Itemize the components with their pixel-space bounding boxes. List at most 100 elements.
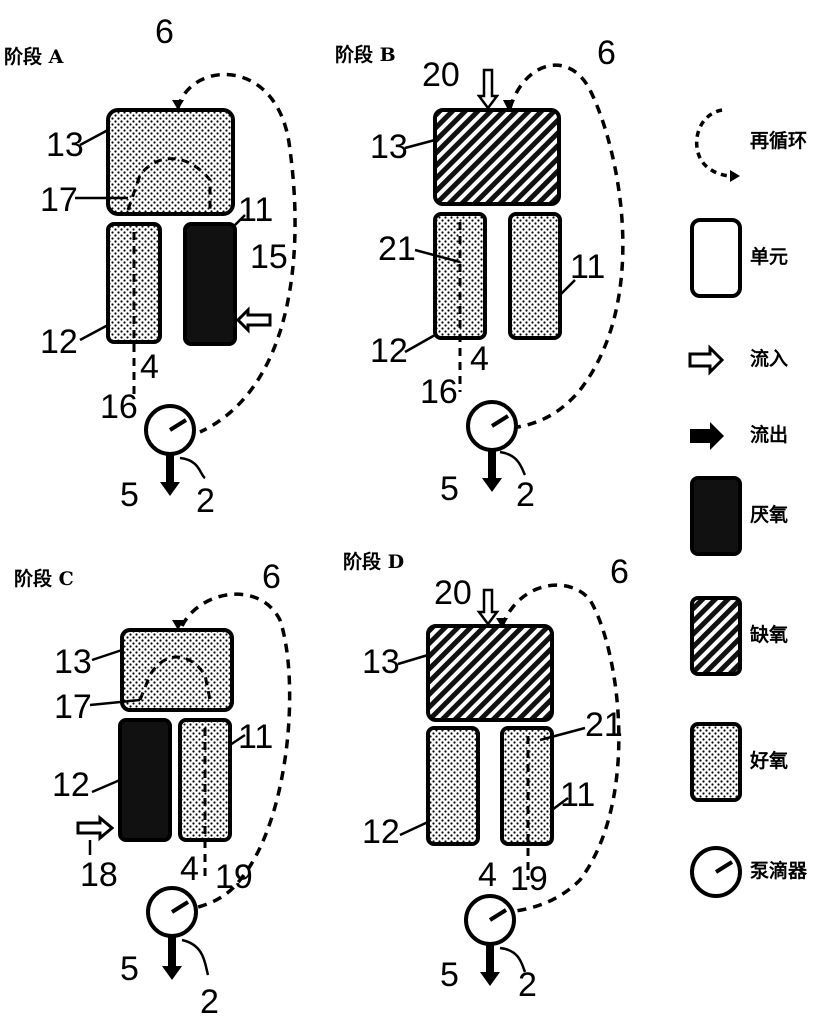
label-16: 16	[100, 388, 138, 426]
leader-13	[91, 648, 123, 662]
anoxic-tank-13	[433, 108, 561, 206]
leader-2	[179, 456, 206, 480]
recycle-line	[500, 583, 621, 914]
leader-12	[79, 323, 109, 342]
label-4: 4	[478, 856, 497, 894]
label-20: 20	[434, 574, 472, 612]
label-21: 21	[378, 230, 416, 268]
label-12: 12	[40, 323, 78, 361]
label-5: 5	[120, 476, 139, 514]
leader-13	[397, 653, 429, 666]
aerobic-tank-11	[178, 718, 232, 842]
label-12: 12	[370, 332, 408, 370]
recycle-arrowhead	[172, 100, 184, 110]
stage-b	[404, 63, 625, 492]
label-17: 17	[54, 688, 92, 726]
label-19: 19	[510, 860, 548, 898]
leader-11	[229, 733, 246, 747]
outflow-arrow-5	[160, 454, 180, 496]
label-16: 16	[420, 373, 458, 411]
aerobic-tank-12	[106, 222, 162, 344]
label-6: 6	[597, 34, 616, 72]
label-5: 5	[120, 950, 139, 988]
label-13: 13	[54, 643, 92, 681]
label-11: 11	[238, 718, 274, 756]
label-18: 18	[80, 856, 118, 894]
aerobic-tank-13	[106, 108, 235, 216]
legend-anaerobic-label: 厌氧	[750, 504, 789, 526]
legend-pump-label: 泵滴器	[750, 862, 807, 881]
label-12: 12	[52, 766, 90, 804]
leader-2	[499, 946, 527, 973]
label-17: 17	[40, 181, 78, 219]
label-19: 19	[215, 858, 253, 896]
legend-recycle-arrowhead	[730, 170, 740, 182]
recycle-line	[176, 72, 297, 434]
stage-a	[75, 72, 297, 496]
pump-needle	[490, 414, 510, 428]
legend-anoxic-label: 缺氧	[750, 624, 789, 646]
label-12: 12	[362, 813, 400, 851]
label-4: 4	[470, 340, 489, 378]
legend-unit-label: 单元	[750, 246, 789, 268]
label-2: 2	[516, 476, 535, 514]
recycle-arrowhead	[503, 100, 515, 110]
label-11: 11	[238, 191, 274, 229]
stage-c-title: 阶段 C	[14, 568, 74, 590]
legend-aerobic-icon	[690, 722, 742, 802]
aerobic-tank-11	[508, 212, 562, 340]
inflow-arrow-20	[476, 68, 500, 111]
leader-13	[79, 128, 109, 147]
stage-d-title: 阶段 D	[343, 551, 405, 573]
internal-recycle-17	[126, 157, 212, 211]
leader-12	[404, 333, 436, 354]
outflow-arrow-5	[162, 936, 182, 980]
label-4: 4	[180, 850, 199, 888]
legend-anoxic-icon	[690, 596, 742, 676]
leader-21	[414, 248, 461, 264]
label-2: 2	[196, 482, 215, 520]
aerobic-tank-12	[433, 212, 487, 340]
inflow-arrow-18	[76, 814, 115, 842]
label-6: 6	[610, 553, 629, 591]
label-11: 11	[570, 248, 606, 286]
inflow-arrow-15	[235, 306, 272, 334]
label-21: 21	[585, 706, 623, 744]
leader-12	[91, 778, 121, 794]
label-13: 13	[362, 643, 400, 681]
legend-recycle-label: 再循环	[750, 130, 808, 152]
recycle-line	[508, 63, 625, 430]
label-15: 15	[250, 238, 288, 276]
recycle-arrowhead	[496, 618, 508, 628]
leader-21	[539, 726, 586, 742]
anaerobic-tank-11	[183, 222, 237, 346]
leader-2	[499, 450, 527, 476]
leader-2	[181, 938, 210, 976]
label-2: 2	[200, 983, 219, 1021]
label-2: 2	[518, 966, 537, 1004]
legend-pump-label-a: 泵	[750, 860, 770, 882]
label-6: 6	[262, 558, 281, 596]
label-6: 6	[155, 13, 174, 51]
leader-11	[234, 214, 246, 226]
aerobic-tank-12	[426, 726, 480, 846]
inflow-arrow-20	[476, 588, 500, 627]
label-13: 13	[46, 126, 84, 164]
leader-12	[399, 820, 429, 837]
pump-needle	[168, 418, 188, 432]
legend-inflow-icon	[688, 344, 725, 376]
legend-pump-label-b: 滴器	[769, 860, 808, 882]
leader-13	[404, 138, 436, 150]
label-4: 4	[140, 348, 159, 386]
legend-aerobic-label: 好氧	[750, 750, 789, 772]
recycle-line	[180, 592, 292, 910]
aerobic-tank-13	[120, 628, 234, 712]
leader-11	[559, 279, 576, 296]
legend-anaerobic-icon	[690, 476, 742, 556]
label-20: 20	[422, 56, 460, 94]
leader-11	[551, 797, 569, 811]
outflow-arrow-5	[480, 944, 500, 986]
label-5: 5	[440, 956, 459, 994]
stage-a-title: 阶段 A	[4, 46, 64, 68]
